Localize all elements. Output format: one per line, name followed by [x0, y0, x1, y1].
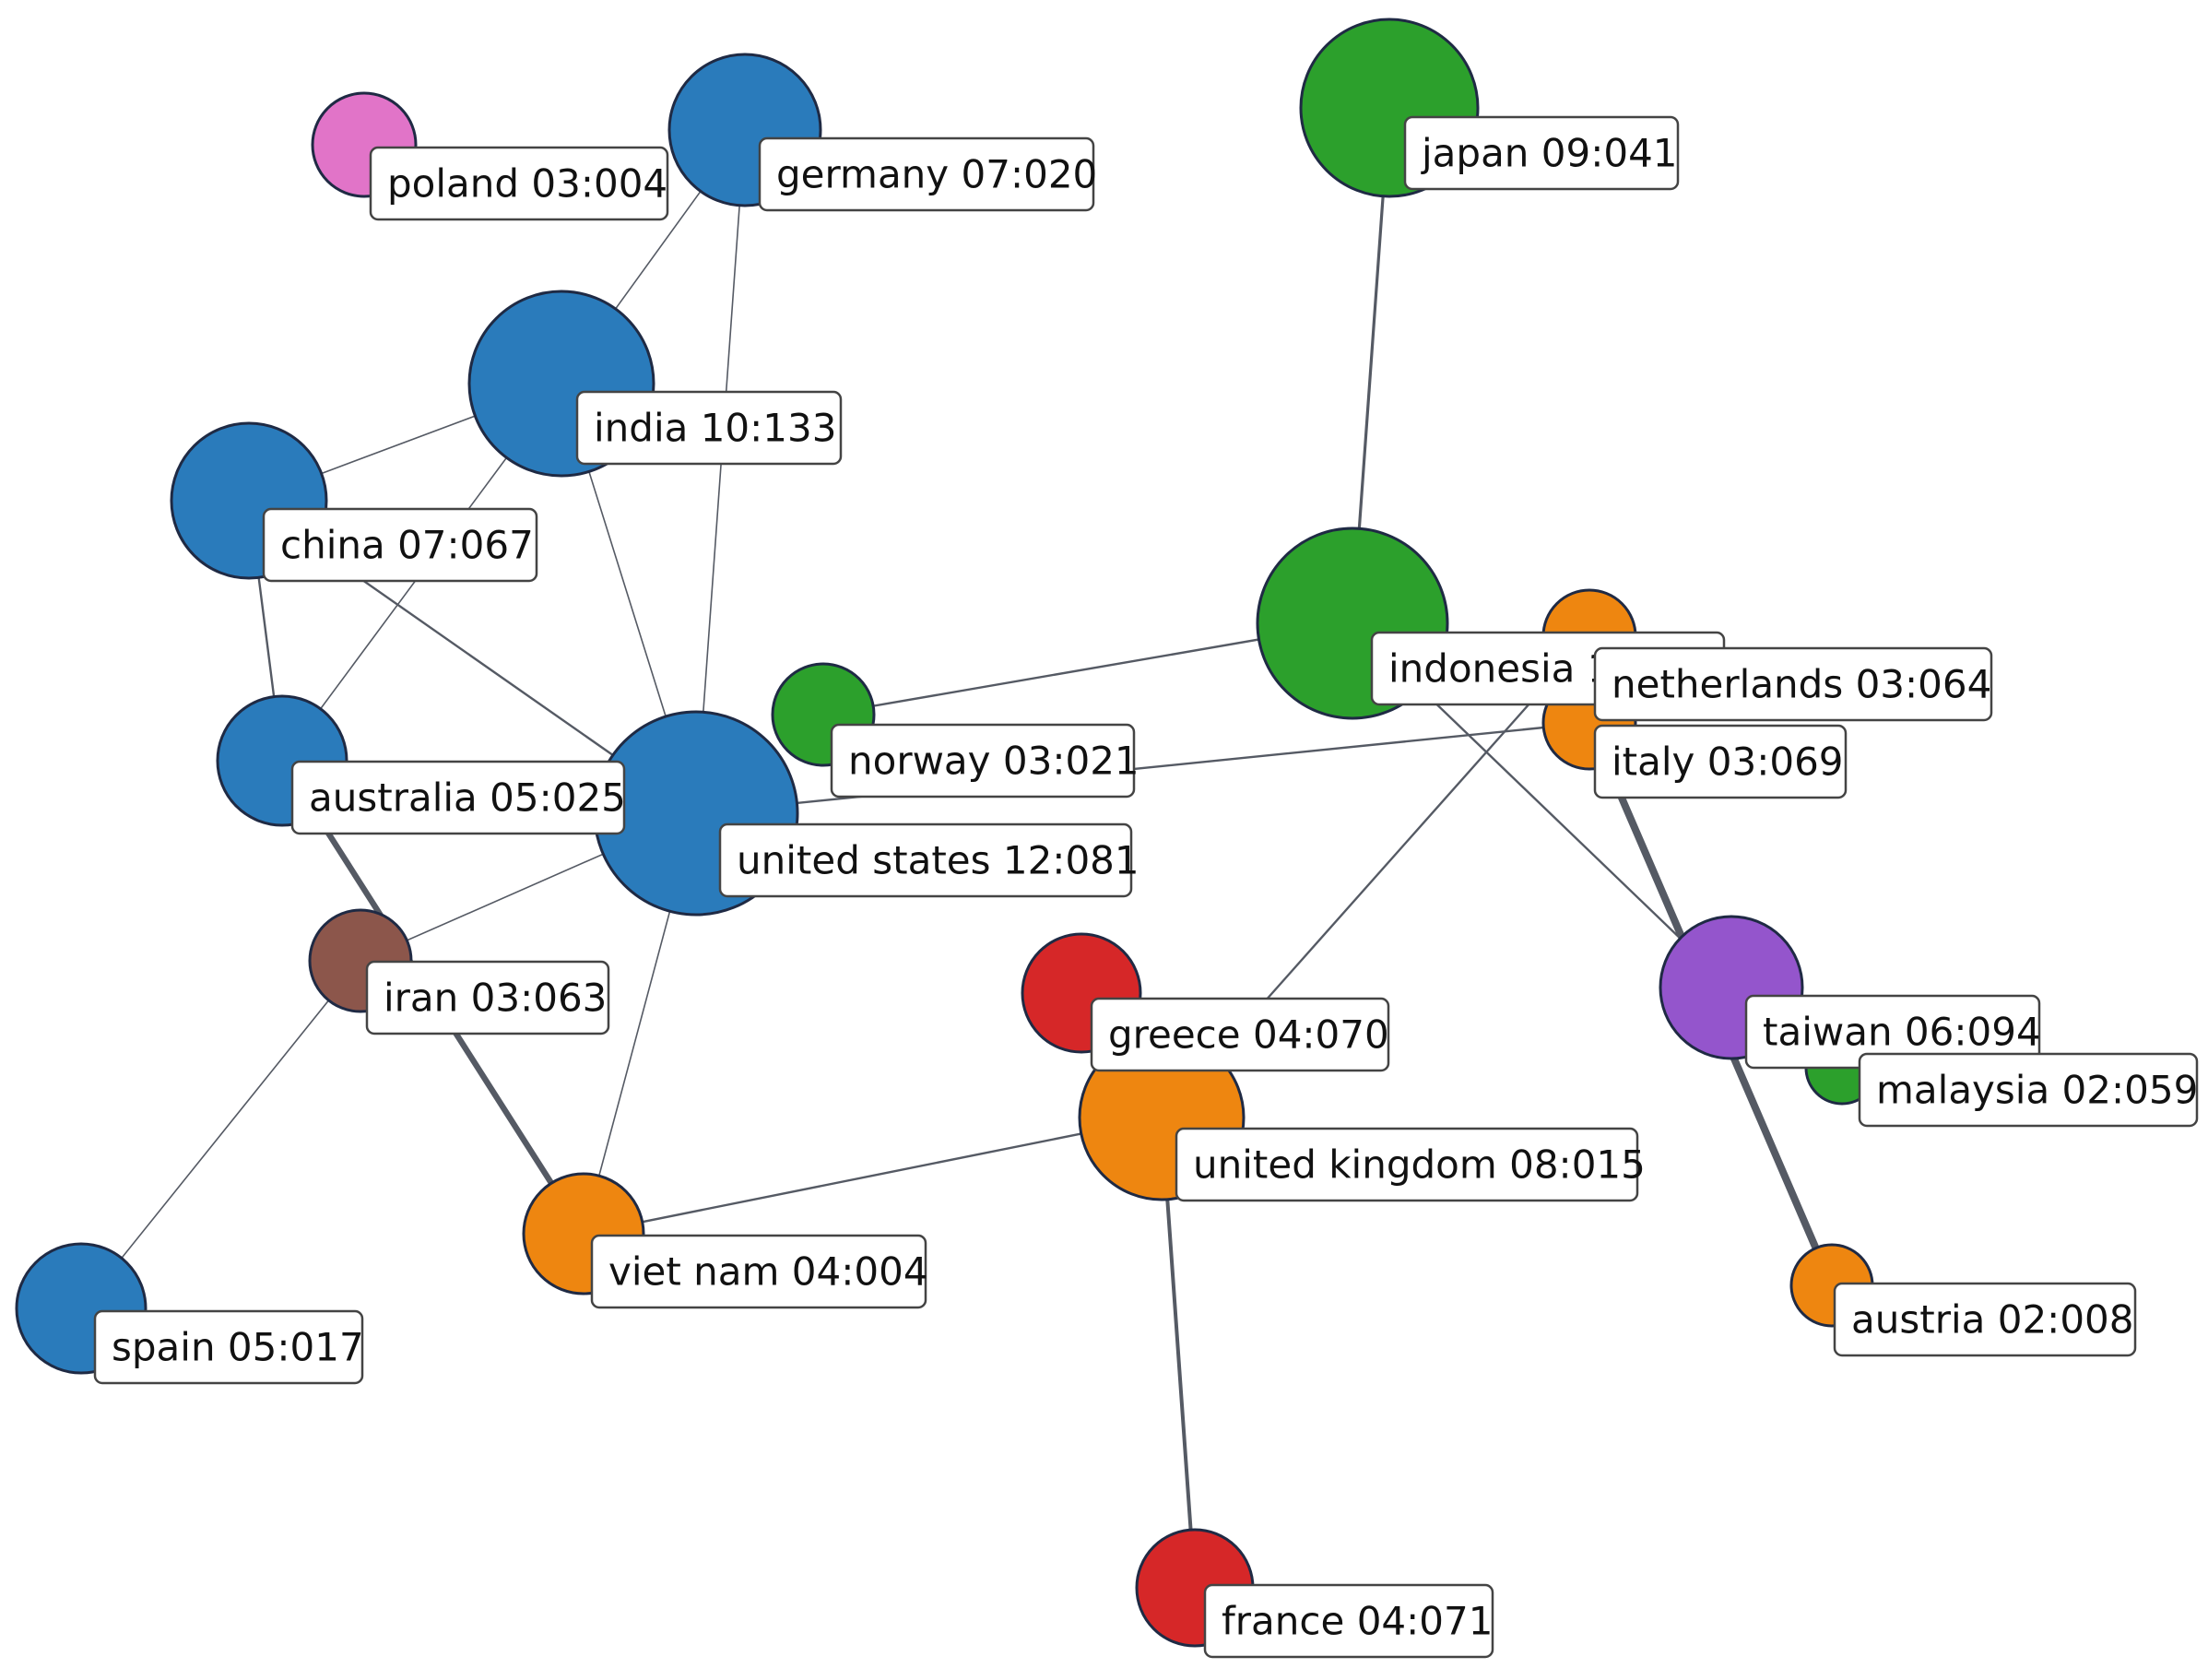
label-japan: japan 09:041	[1403, 115, 1680, 191]
label-text-india: india 10:133	[594, 406, 836, 451]
label-taiwan: taiwan 06:094	[1744, 994, 2041, 1070]
label-text-norway: norway 03:021	[848, 739, 1139, 784]
label-box-greece	[1090, 997, 1390, 1072]
label-text-spain: spain 05:017	[112, 1325, 364, 1370]
label-box-malaysia	[1858, 1052, 2199, 1128]
label-greece: greece 04:070	[1090, 997, 1390, 1072]
label-text-indonesia: indonesia 1	[1388, 646, 1612, 692]
label-box-united_kingdom	[1175, 1127, 1639, 1202]
label-text-greece: greece 04:070	[1108, 1012, 1389, 1058]
label-text-poland: poland 03:004	[387, 161, 667, 207]
label-box-austria	[1833, 1282, 2137, 1357]
label-australia: australia 05:025	[290, 760, 626, 835]
label-france: france 04:071	[1203, 1583, 1494, 1659]
label-text-viet_nam: viet nam 04:004	[608, 1249, 928, 1295]
label-box-netherlands	[1593, 646, 1993, 722]
label-text-italy: italy 03:069	[1612, 739, 1844, 785]
label-box-united_states	[718, 822, 1133, 898]
label-box-poland	[369, 146, 669, 221]
edge-united_states-italy	[694, 721, 1591, 815]
label-text-japan: japan 09:041	[1421, 131, 1678, 176]
label-text-austria: austria 02:008	[1851, 1297, 2134, 1343]
label-iran: iran 03:063	[365, 960, 610, 1035]
label-norway: norway 03:021	[830, 723, 1139, 799]
label-box-japan	[1403, 115, 1680, 191]
label-text-netherlands: netherlands 03:064	[1612, 662, 1991, 707]
edge-viet_nam-united_kingdom	[582, 1116, 1163, 1236]
label-india: india 10:133	[575, 390, 843, 466]
label-italy: italy 03:069	[1593, 724, 1848, 799]
label-text-australia: australia 05:025	[309, 775, 626, 821]
label-box-india	[575, 390, 843, 466]
edge-iran-spain	[80, 960, 361, 1309]
label-text-malaysia: malaysia 02:059	[1876, 1068, 2198, 1113]
label-viet_nam: viet nam 04:004	[590, 1234, 928, 1309]
label-box-italy	[1593, 724, 1848, 799]
label-box-france	[1203, 1583, 1494, 1659]
label-united_kingdom: united kingdom 08:015	[1175, 1127, 1646, 1202]
label-text-united_kingdom: united kingdom 08:015	[1193, 1142, 1646, 1188]
label-box-china	[262, 507, 538, 583]
labels-layer: poland 03:004 germany 07:020 japan 09:041 i…	[93, 115, 2199, 1659]
label-text-germany: germany 07:020	[776, 152, 1097, 197]
label-box-spain	[93, 1309, 364, 1385]
label-box-viet_nam	[590, 1234, 927, 1309]
label-spain: spain 05:017	[93, 1309, 364, 1385]
label-malaysia: malaysia 02:059	[1858, 1052, 2199, 1128]
label-china: china 07:067	[262, 507, 538, 583]
label-netherlands: netherlands 03:064	[1593, 646, 1993, 722]
edge-germany-united_states	[695, 129, 746, 814]
label-box-iran	[365, 960, 610, 1035]
label-box-norway	[830, 723, 1136, 799]
label-poland: poland 03:004	[369, 146, 669, 221]
label-text-china: china 07:067	[280, 523, 534, 568]
label-text-taiwan: taiwan 06:094	[1763, 1010, 2041, 1055]
label-text-united_states: united states 12:081	[737, 838, 1139, 883]
label-box-germany	[758, 136, 1095, 212]
label-text-france: france 04:071	[1222, 1599, 1493, 1644]
label-austria: austria 02:008	[1833, 1282, 2137, 1357]
label-box-australia	[290, 760, 626, 835]
label-united_states: united states 12:081	[718, 822, 1139, 898]
label-germany: germany 07:020	[758, 136, 1097, 212]
label-text-iran: iran 03:063	[384, 976, 607, 1021]
